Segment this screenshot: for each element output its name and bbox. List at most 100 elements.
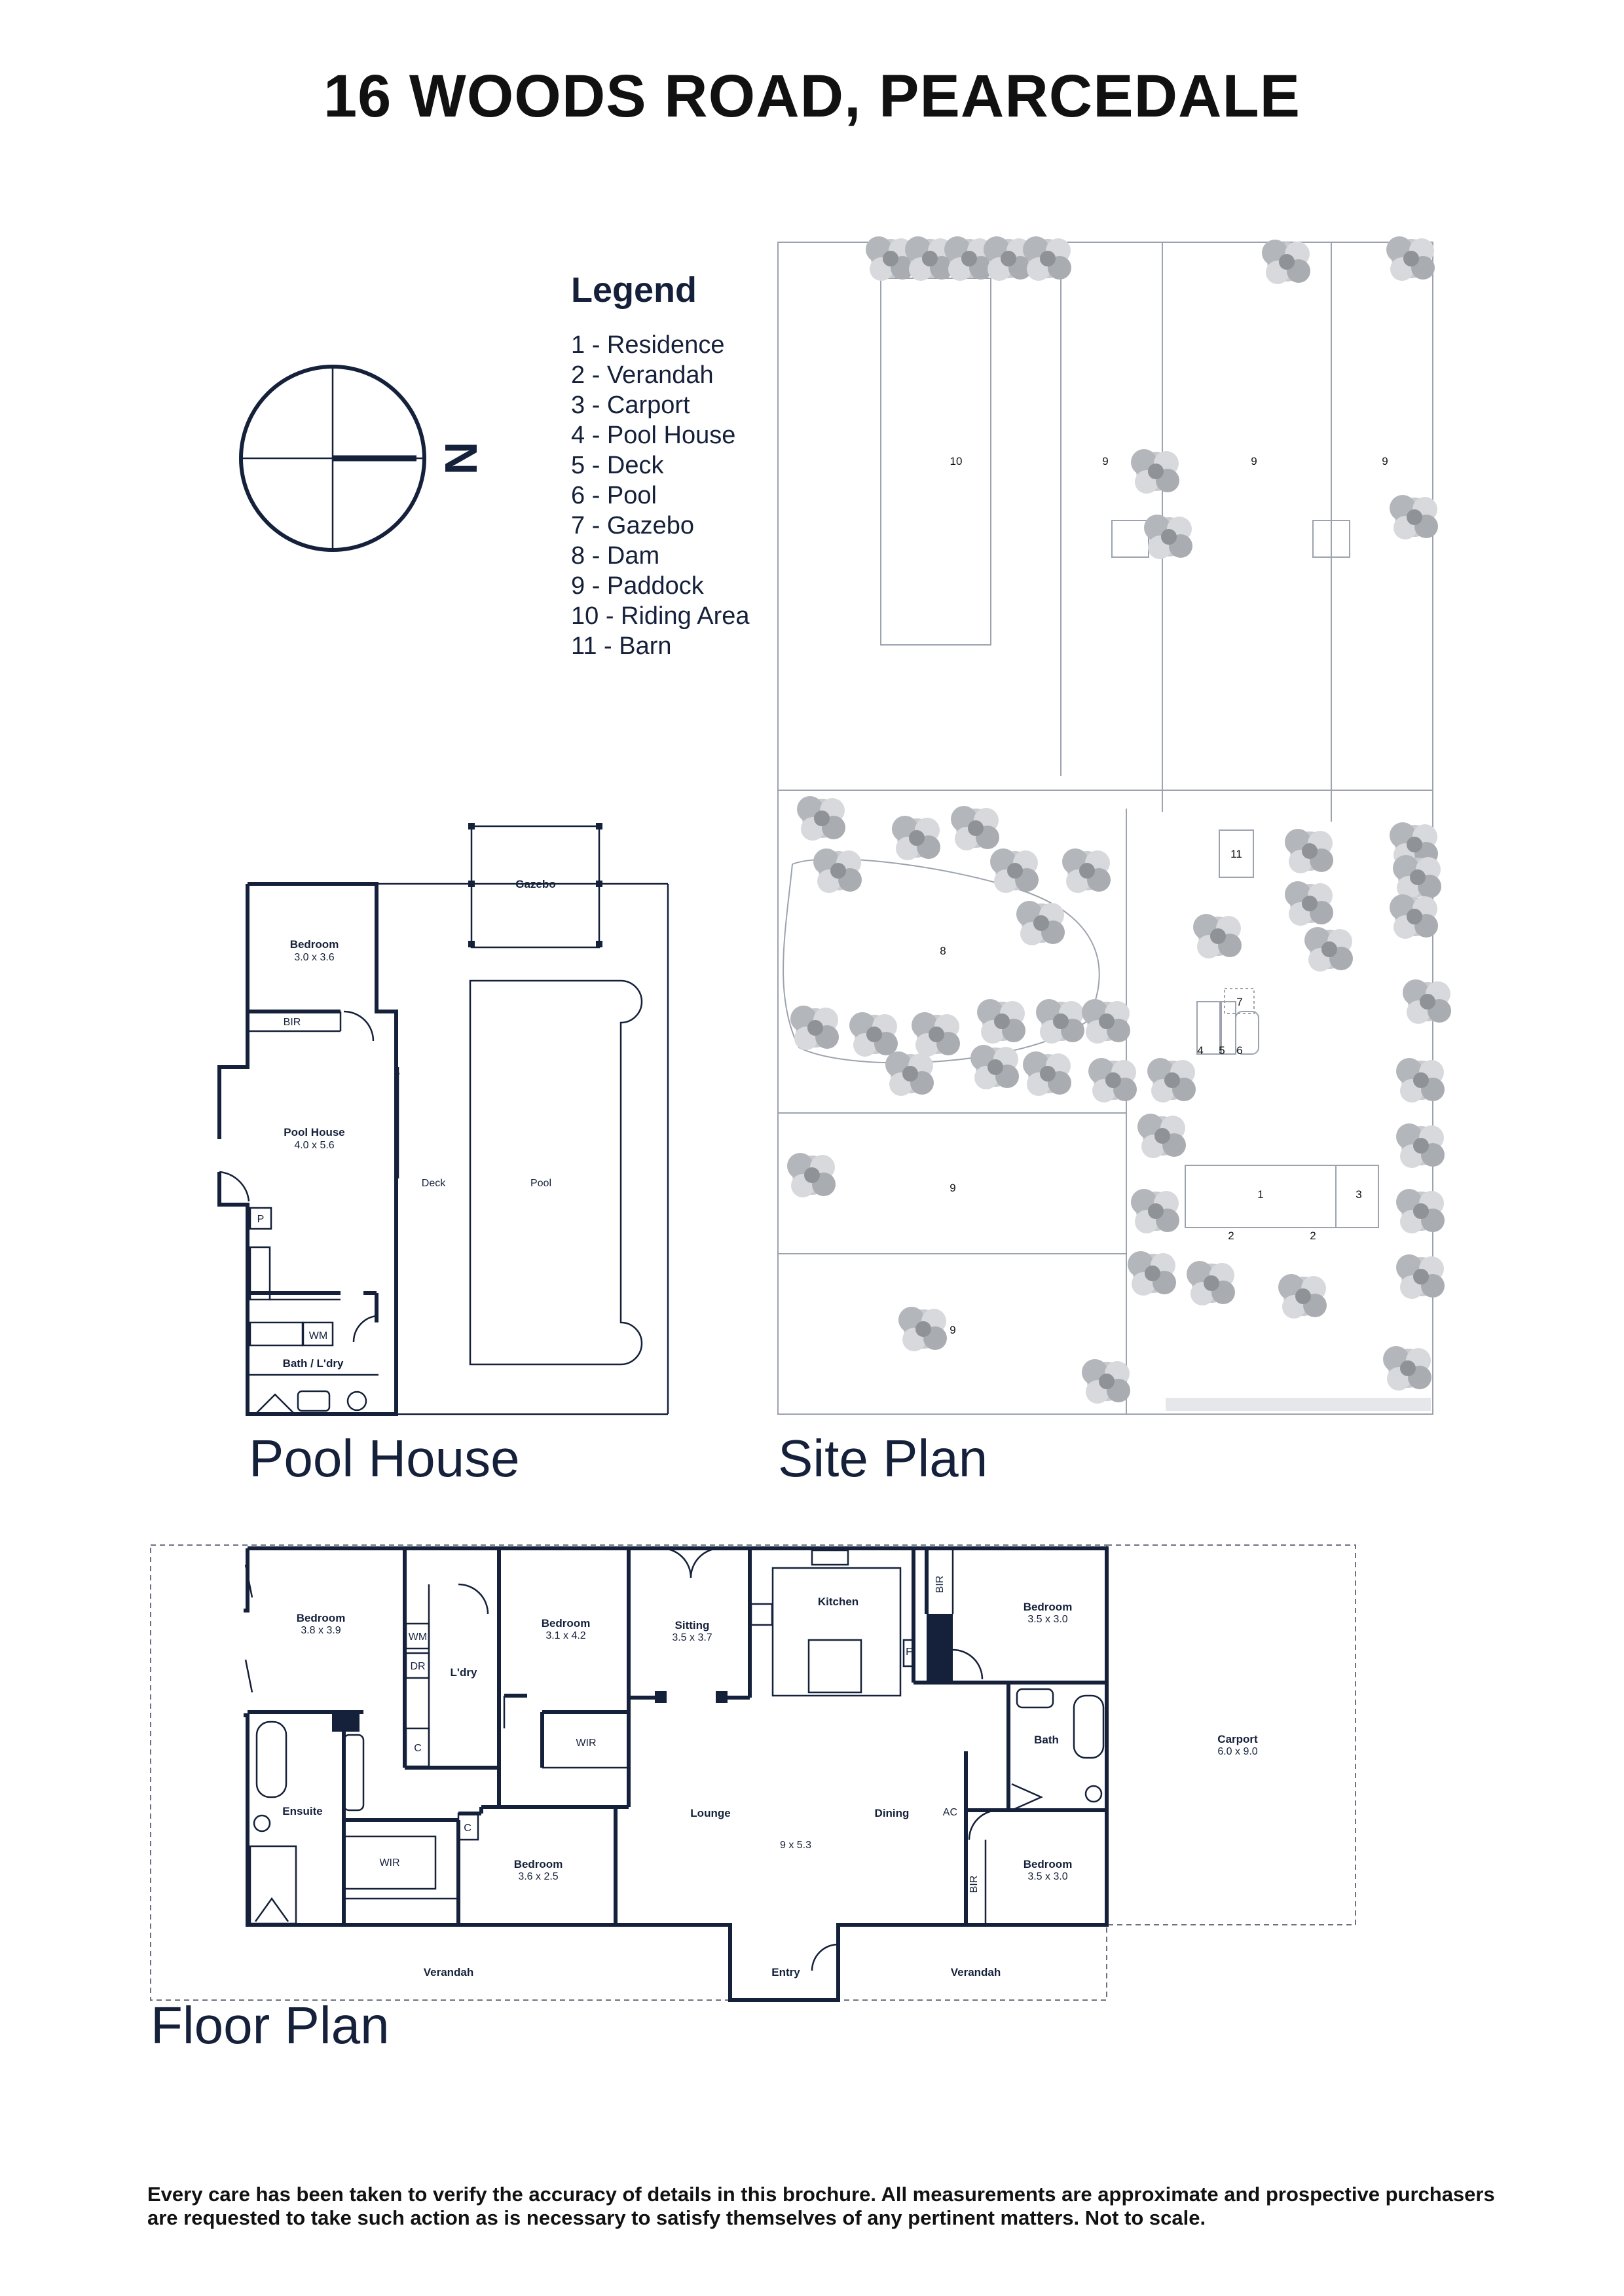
- wm-label: WM: [409, 1631, 427, 1643]
- tree-icon: [1304, 927, 1353, 972]
- tree-icon: [1262, 240, 1310, 284]
- site-label: 3: [1356, 1188, 1361, 1201]
- wm-label: WM: [309, 1330, 327, 1341]
- bedroom-size: 3.8 x 3.9: [301, 1625, 341, 1636]
- tree-icon: [892, 816, 940, 860]
- bath-label: Bath: [1034, 1734, 1059, 1746]
- bedroom-size: 3.5 x 3.0: [1027, 1871, 1067, 1882]
- compass-icon: N: [239, 365, 487, 552]
- verandah-label: Verandah: [951, 1966, 1001, 1978]
- site-label: 2: [1310, 1230, 1316, 1242]
- tree-icon: [951, 806, 999, 850]
- disclaimer: Every care has been taken to verify the …: [147, 2183, 1495, 2229]
- tree-icon: [849, 1012, 898, 1057]
- tree-icon: [1396, 1254, 1445, 1299]
- bedroom-size: 3.0 x 3.6: [294, 952, 334, 963]
- legend-item: 8 - Dam: [571, 542, 660, 570]
- bedroom-label: Bedroom: [290, 938, 339, 951]
- f-label: F: [906, 1647, 912, 1658]
- tree-icon: [790, 1006, 839, 1050]
- deck-label: Deck: [422, 1178, 446, 1189]
- bedroom-label: Bedroom: [1024, 1601, 1073, 1613]
- ac-label: AC: [943, 1807, 957, 1818]
- tree-icon: [1147, 1058, 1196, 1102]
- site-label: 6: [1236, 1044, 1242, 1057]
- tree-icon: [1278, 1274, 1327, 1319]
- tree-icon: [1396, 1123, 1445, 1168]
- pool-label: Pool: [530, 1178, 551, 1189]
- living-size: 9 x 5.3: [780, 1840, 811, 1851]
- bedroom-label: Bedroom: [1024, 1858, 1073, 1870]
- kitchen-label: Kitchen: [818, 1595, 858, 1608]
- verandah-label: Verandah: [424, 1966, 474, 1978]
- ensuite-label: Ensuite: [282, 1805, 322, 1817]
- tree-icon: [970, 1045, 1019, 1089]
- legend-item: 7 - Gazebo: [571, 512, 694, 539]
- site-label: 10: [950, 455, 963, 467]
- bir-label: BIR: [284, 1017, 301, 1028]
- wir-label: WIR: [576, 1738, 596, 1749]
- page-title: 16 WOODS ROAD, PEARCEDALE: [323, 63, 1301, 130]
- pool-house-heading: Pool House: [249, 1429, 520, 1487]
- legend-item: 10 - Riding Area: [571, 602, 750, 630]
- bir-label: BIR: [934, 1576, 946, 1594]
- bedroom-label: Bedroom: [514, 1858, 563, 1870]
- legend-item: 4 - Pool House: [571, 422, 736, 449]
- site-label: 9: [1382, 455, 1388, 467]
- tree-icon: [912, 1012, 960, 1057]
- site-label: 9: [1102, 455, 1108, 467]
- tree-icon: [1187, 1261, 1235, 1305]
- c-label: C: [464, 1823, 471, 1834]
- legend-item: 1 - Residence: [571, 331, 725, 359]
- sitting-label: Sitting: [675, 1619, 710, 1631]
- pantry-label: P: [257, 1214, 265, 1225]
- c-label: C: [414, 1743, 422, 1754]
- tree-icon: [1390, 495, 1438, 539]
- tree-icon: [1383, 1346, 1431, 1391]
- tree-icon: [1088, 1058, 1137, 1102]
- tree-icon: [1285, 881, 1333, 926]
- legend-item: 5 - Deck: [571, 452, 664, 479]
- pool-house-size: 4.0 x 5.6: [294, 1140, 334, 1151]
- north-letter: N: [435, 442, 487, 475]
- dining-label: Dining: [875, 1807, 910, 1819]
- legend-item: 9 - Paddock: [571, 572, 704, 600]
- site-label: 9: [950, 1324, 955, 1336]
- entry-label: Entry: [771, 1966, 800, 1978]
- pool-house-plan: Gazebo Pool Deck P WM Bedroom 3.0 x 3.6 …: [217, 823, 669, 1416]
- tree-icon: [787, 1153, 836, 1197]
- tree-icon: [1403, 979, 1451, 1024]
- site-label: 9: [950, 1182, 955, 1194]
- tree-icon: [1023, 236, 1071, 281]
- sitting-size: 3.5 x 3.7: [672, 1632, 712, 1643]
- bath-laundry-label: Bath / L'dry: [283, 1357, 344, 1370]
- tree-icon: [1285, 829, 1333, 873]
- site-label: 1: [1257, 1188, 1263, 1201]
- site-plan-heading: Site Plan: [778, 1429, 988, 1487]
- tree-icon: [1082, 1359, 1130, 1404]
- tree-icon: [1131, 449, 1179, 494]
- gazebo-label: Gazebo: [515, 878, 555, 890]
- lounge-label: Lounge: [690, 1807, 730, 1819]
- wir-label: WIR: [379, 1857, 399, 1868]
- dr-label: DR: [410, 1661, 425, 1672]
- tree-icon: [977, 999, 1025, 1044]
- tree-icon: [1393, 855, 1441, 900]
- legend-list: 1 - Residence 2 - Verandah 3 - Carport 4…: [571, 330, 750, 661]
- tree-icon: [1144, 515, 1192, 559]
- tree-icon: [1193, 914, 1242, 958]
- bir-label: BIR: [969, 1876, 980, 1893]
- tree-icon: [898, 1307, 947, 1351]
- bedroom-size: 3.5 x 3.0: [1027, 1614, 1067, 1625]
- tree-icon: [1137, 1114, 1186, 1158]
- tree-icon: [1062, 848, 1111, 893]
- bedroom-size: 3.6 x 2.5: [518, 1871, 558, 1882]
- laundry-label: L'dry: [451, 1666, 477, 1679]
- site-label: 2: [1228, 1230, 1234, 1242]
- floor-plan-heading: Floor Plan: [151, 1996, 390, 2054]
- legend-item: 11 - Barn: [571, 632, 672, 660]
- tree-icon: [797, 796, 845, 841]
- site-label: 8: [940, 945, 946, 957]
- site-plan: 10 9 9 9 11 8 7 4 5 6 9 1 3 2 2 9: [777, 236, 1451, 1415]
